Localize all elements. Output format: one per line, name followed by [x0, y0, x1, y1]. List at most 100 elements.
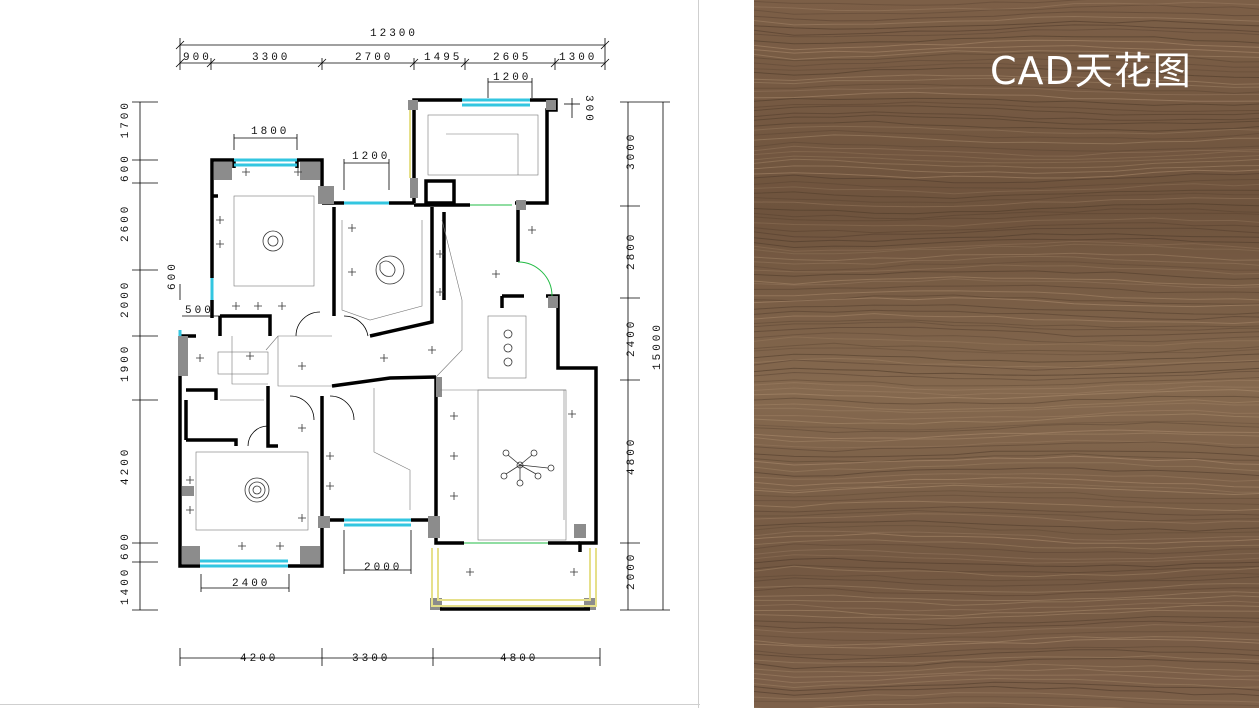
wood-grain-line — [754, 77, 1259, 88]
wood-grain-line — [754, 586, 1259, 597]
wood-grain-line — [754, 125, 1259, 135]
wood-grain-line — [754, 321, 1259, 331]
wood-grain-line — [754, 87, 1259, 96]
wood-grain-line — [754, 667, 1259, 678]
dim-window-1800: 1800 — [251, 126, 289, 138]
wood-grain-line — [754, 677, 1259, 689]
wood-grain-line — [754, 74, 1259, 85]
wood-grain-line — [754, 4, 1259, 15]
interior-doors — [247, 311, 369, 447]
wood-grain-line — [754, 591, 1259, 602]
wood-grain-line — [754, 58, 1259, 68]
balcony-glazing — [409, 110, 597, 607]
wood-grain-line — [754, 379, 1259, 391]
wood-grain-line — [754, 276, 1259, 287]
dim-left-1: 1700 — [120, 100, 132, 138]
wood-grain-line — [754, 227, 1259, 238]
dim-right-total: 15000 — [652, 322, 664, 370]
downlights — [186, 168, 578, 576]
dim-right-3: 2400 — [626, 319, 638, 357]
wood-grain-line — [754, 595, 1259, 606]
wood-grain-line — [754, 636, 1259, 646]
wood-grain-line — [754, 35, 1259, 45]
wood-grain-line — [754, 467, 1259, 477]
door-swings — [464, 204, 553, 544]
wood-grain-line — [754, 28, 1259, 38]
wood-grain-line — [754, 530, 1259, 541]
wood-grain-line — [754, 600, 1259, 612]
wood-grain-line — [754, 111, 1259, 121]
walls — [178, 98, 598, 568]
wood-grain-line — [754, 432, 1259, 443]
wood-grain-line — [754, 129, 1259, 140]
wood-grain-line — [754, 62, 1259, 73]
wood-grain-line — [754, 313, 1259, 325]
dim-left-inner-500: 500 — [185, 305, 214, 317]
wood-grain-line — [754, 484, 1259, 496]
dim-left-2: 600 — [120, 153, 132, 182]
wood-grain-line — [754, 674, 1259, 684]
wood-grain-line — [754, 97, 1259, 106]
dim-right-4: 4800 — [626, 437, 638, 475]
columns — [178, 100, 596, 610]
wood-grain-line — [754, 520, 1259, 532]
wood-grain-line — [754, 255, 1259, 266]
wood-grain-line — [754, 453, 1259, 463]
wood-grain-line — [754, 183, 1259, 195]
wood-grain-line — [754, 413, 1259, 425]
wood-grain-line — [754, 39, 1259, 51]
wood-grain-line — [754, 270, 1259, 280]
wood-grain-line — [754, 52, 1259, 63]
wood-grain-line — [754, 319, 1259, 329]
wood-grain-line — [754, 342, 1259, 354]
wood-grain-line — [754, 222, 1259, 234]
chandelier — [500, 449, 555, 487]
dim-right-1: 3000 — [626, 132, 638, 170]
wood-grain-line — [754, 264, 1259, 275]
dim-left-7: 600 — [120, 531, 132, 560]
wood-grain-line — [754, 252, 1259, 262]
wood-grain-line — [754, 203, 1259, 215]
wood-grain-line — [754, 20, 1259, 30]
ceiling-floor-plan: 12300 900 3300 2700 1495 2605 1300 1800 … — [120, 28, 670, 666]
wood-grain-line — [754, 189, 1259, 200]
dim-top-seg-4: 1495 — [424, 52, 462, 64]
wood-grain-line — [754, 624, 1259, 635]
wood-grain-line — [754, 663, 1259, 674]
wood-grain-line — [754, 217, 1259, 227]
dim-left-5: 1900 — [120, 344, 132, 382]
wood-grain-line — [754, 0, 1087, 6]
sheet-border-bottom — [0, 704, 700, 705]
wood-grain-line — [754, 212, 1259, 222]
wood-grain-line — [754, 477, 1259, 488]
wood-grain-line — [754, 494, 1259, 505]
wood-grain-line — [754, 357, 1259, 369]
wood-grain-line — [754, 237, 1259, 249]
wood-grain-line — [754, 389, 1259, 400]
wood-grain-line — [754, 169, 1259, 179]
wood-grain-line — [754, 304, 1259, 315]
wood-grain-line — [754, 548, 1259, 560]
wood-grain-line — [754, 500, 1259, 512]
wood-grain-line — [754, 409, 1259, 421]
wood-grain-line — [754, 572, 1259, 582]
wood-grain-line — [754, 395, 1259, 405]
dimension-lines — [132, 38, 670, 666]
wood-grain-line — [754, 582, 1259, 593]
wood-grain-line — [754, 347, 1259, 356]
wood-grain-line — [754, 309, 1259, 321]
wood-grain-line — [754, 377, 1259, 387]
drawing-sheet — [0, 0, 700, 708]
wood-grain-line — [754, 385, 1259, 396]
wood-grain-line — [754, 367, 1259, 376]
dim-top-seg-3: 2700 — [355, 52, 393, 64]
dim-right-5: 2000 — [626, 552, 638, 590]
wood-grain-line — [754, 399, 1259, 411]
wood-grain-line — [754, 506, 1259, 516]
wood-grain-line — [754, 490, 1259, 500]
wood-grain-line — [754, 50, 1259, 61]
dim-top-seg-1: 900 — [183, 52, 212, 64]
wood-grain-line — [754, 67, 1259, 79]
wood-grain-line — [754, 278, 1259, 289]
wood-grain-line — [754, 326, 1259, 337]
